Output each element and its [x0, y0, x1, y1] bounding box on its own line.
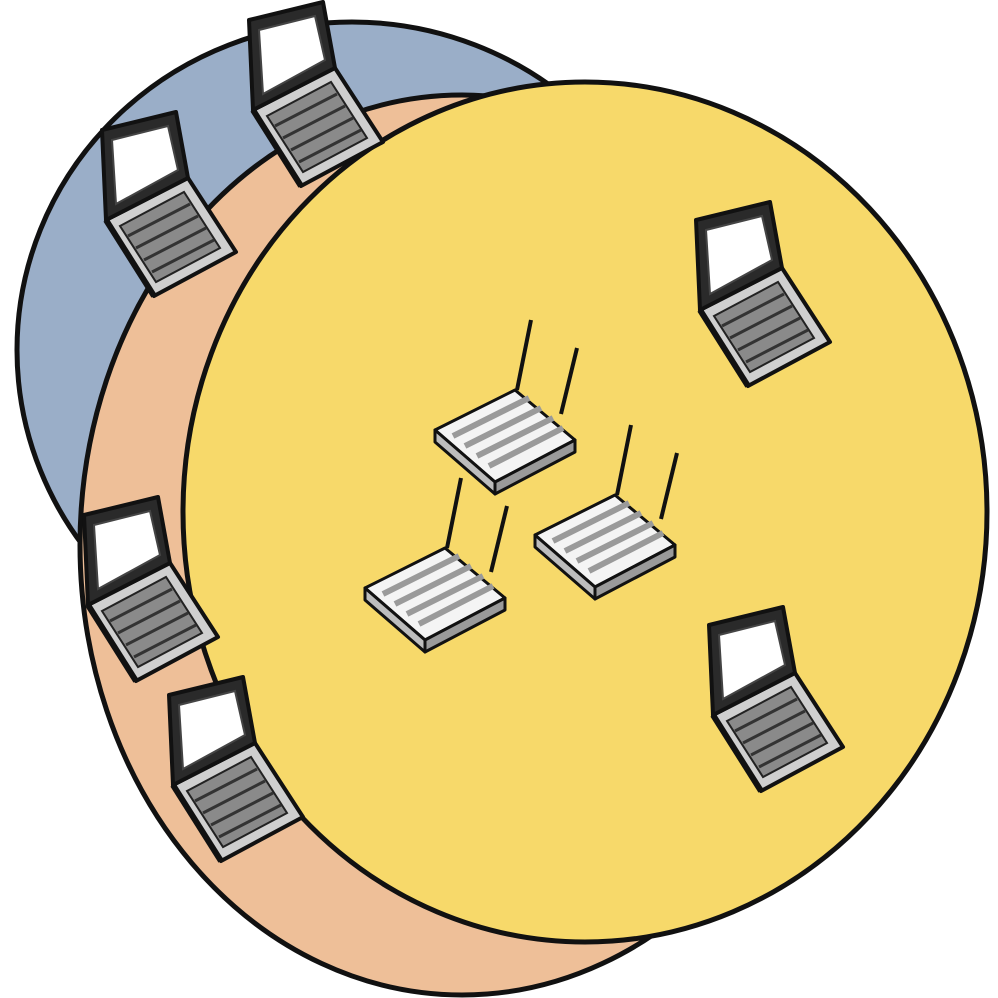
wireless-coverage-diagram — [14, 0, 990, 998]
coverage-diagram-svg — [14, 0, 990, 998]
